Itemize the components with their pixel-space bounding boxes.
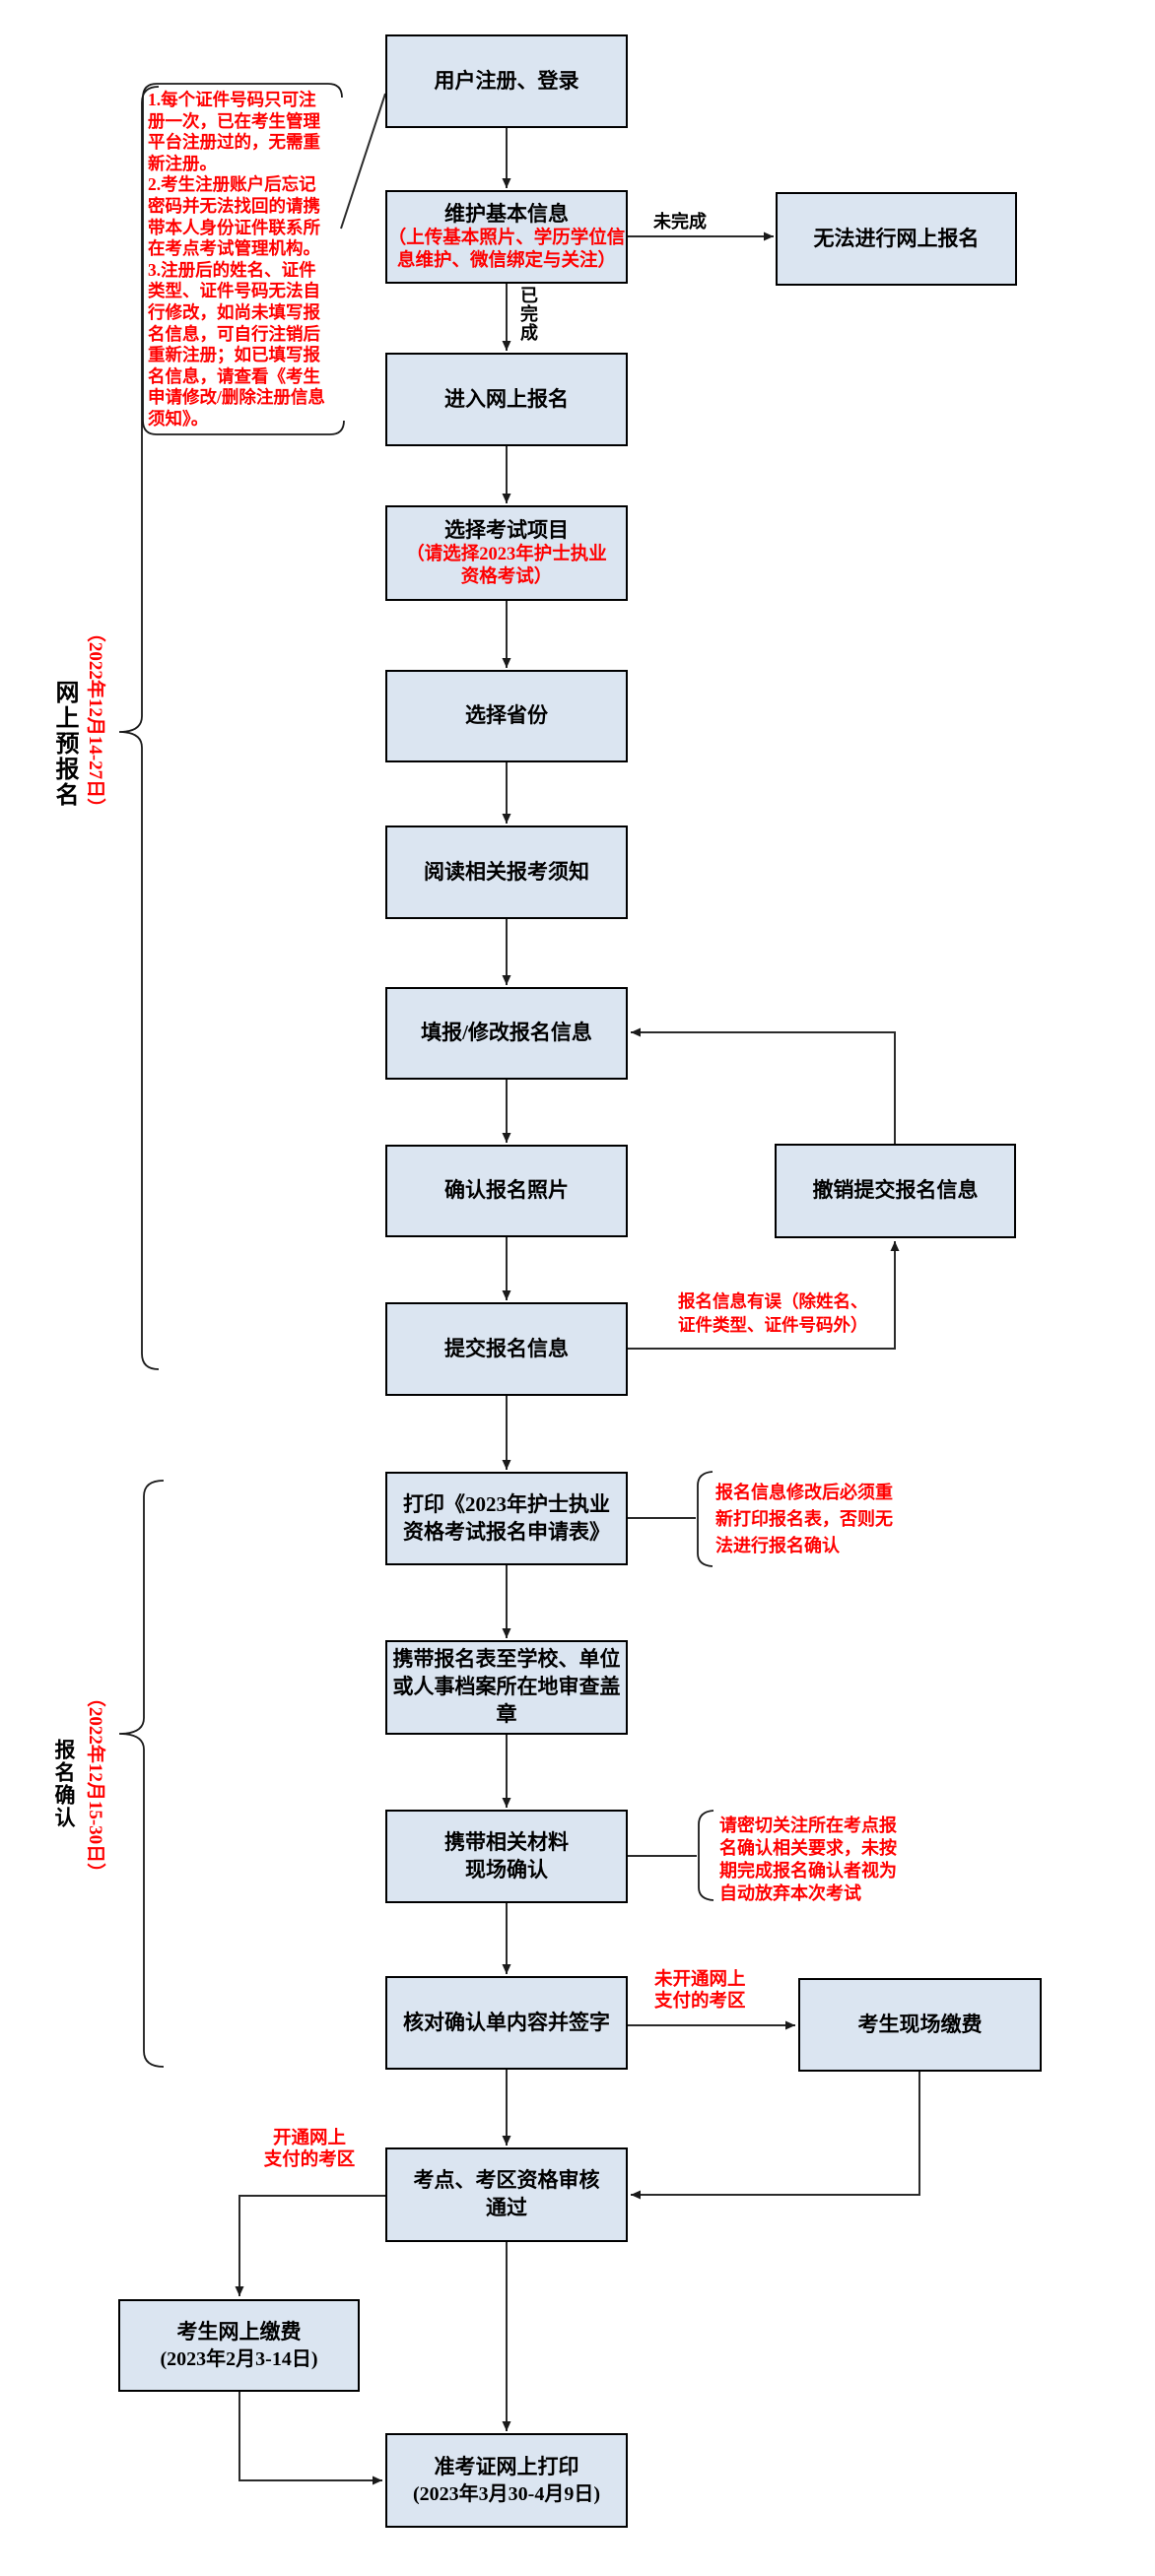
flow-box-maintain-basic-info: 维护基本信息 （上传基本照片、学历学位信 息维护、微信绑定与关注） (385, 190, 628, 284)
flow-box-title: 进入网上报名 (444, 386, 569, 411)
flow-box-title: 考生现场缴费 (857, 2012, 983, 2036)
flow-box-online-payment: 考生网上缴费 (2023年2月3-14日) (118, 2299, 360, 2392)
flow-box-date: (2023年3月30-4月9日) (413, 2482, 600, 2505)
flow-box-select-province: 选择省份 (385, 670, 628, 762)
flow-box-title: 携带报名表至学校、单位 或人事档案所在地审查盖 章 (392, 1647, 621, 1726)
flow-box-red-note: （上传基本照片、学历学位信 息维护、微信绑定与关注） (387, 229, 626, 272)
flow-box-onsite-payment: 考生现场缴费 (798, 1978, 1042, 2072)
flow-box-title: 选择考试项目 (444, 517, 569, 542)
flow-box-title: 准考证网上打印 (434, 2454, 579, 2478)
flow-box-date: (2023年2月3-14日) (160, 2347, 318, 2370)
flow-box-onsite-confirmation: 携带相关材料 现场确认 (385, 1810, 628, 1903)
flow-box-red-note: （请选择2023年护士执业 资格考试） (406, 545, 607, 588)
flow-box-print-application-form: 打印《2023年护士执业 资格考试报名申请表》 (385, 1472, 628, 1565)
flow-box-title: 选择省份 (465, 703, 548, 728)
flow-box-user-register-login: 用户注册、登录 (385, 34, 628, 128)
flow-box-select-exam-project: 选择考试项目 （请选择2023年护士执业 资格考试） (385, 505, 628, 601)
flow-box-title: 携带相关材料 现场确认 (444, 1829, 569, 1882)
flow-box-confirm-photo: 确认报名照片 (385, 1145, 628, 1237)
section-date-confirmation: （2022年12月15-30日） (85, 1687, 105, 1882)
edge-label-online-payment-area: 开通网上 支付的考区 (263, 2129, 356, 2170)
edge-label-completed: 已完成 (518, 286, 538, 342)
flow-box-title: 核对确认单内容并签字 (403, 2010, 610, 2034)
flow-box-submit-info: 提交报名信息 (385, 1302, 628, 1396)
flow-box-withdraw-submission: 撤销提交报名信息 (775, 1144, 1016, 1238)
flow-box-title: 撤销提交报名信息 (812, 1178, 979, 1203)
note-onsite-confirm-requirements: 请密切关注所在考点报 名确认相关要求，未按 期完成报名确认者视为 自动放弃本次考… (719, 1816, 897, 1903)
flow-box-enter-online-registration: 进入网上报名 (385, 353, 628, 446)
section-label-pre-registration: 网上预报名 (51, 680, 77, 808)
flow-box-title: 确认报名照片 (444, 1178, 569, 1203)
section-label-confirmation: 报名确认 (52, 1739, 76, 1829)
flow-box-title: 打印《2023年护士执业 资格考试报名申请表》 (403, 1491, 610, 1544)
flow-box-check-and-sign: 核对确认单内容并签字 (385, 1976, 628, 2070)
flow-box-read-exam-notice: 阅读相关报考须知 (385, 826, 628, 919)
note-reprint-required: 报名信息修改后必须重 新打印报名表，否则无 法进行报名确认 (715, 1483, 893, 1555)
flow-box-title: 无法进行网上报名 (813, 226, 980, 250)
flow-box-stamp-form: 携带报名表至学校、单位 或人事档案所在地审查盖 章 (385, 1640, 628, 1735)
flow-box-title: 考点、考区资格审核 通过 (413, 2168, 600, 2219)
edge-label-not-completed: 未完成 (653, 212, 707, 231)
flow-box-fill-modify-info: 填报/修改报名信息 (385, 987, 628, 1080)
flow-box-admission-ticket-print: 准考证网上打印 (2023年3月30-4月9日) (385, 2433, 628, 2528)
flow-box-cannot-register-online: 无法进行网上报名 (776, 192, 1017, 286)
flow-box-title: 用户注册、登录 (434, 68, 579, 93)
note-registration-rules: 1.每个证件号码只可注 册一次，已在考生管理 平台注册过的，无需重 新注册。 2… (148, 90, 325, 429)
flow-box-title: 维护基本信息 (444, 201, 569, 226)
flow-box-title: 提交报名信息 (444, 1336, 569, 1360)
flow-box-qualification-review: 考点、考区资格审核 通过 (385, 2147, 628, 2242)
flow-box-title: 考生网上缴费 (176, 2319, 302, 2344)
flow-box-title: 阅读相关报考须知 (424, 859, 589, 884)
flow-box-title: 填报/修改报名信息 (421, 1021, 592, 1045)
edge-label-no-online-payment-area: 未开通网上 支付的考区 (654, 1970, 746, 2012)
edge-label-info-error: 报名信息有误（除姓名、 证件类型、证件号码外） (678, 1291, 868, 1335)
section-date-pre-registration: （2022年12月14-27日） (85, 623, 105, 818)
